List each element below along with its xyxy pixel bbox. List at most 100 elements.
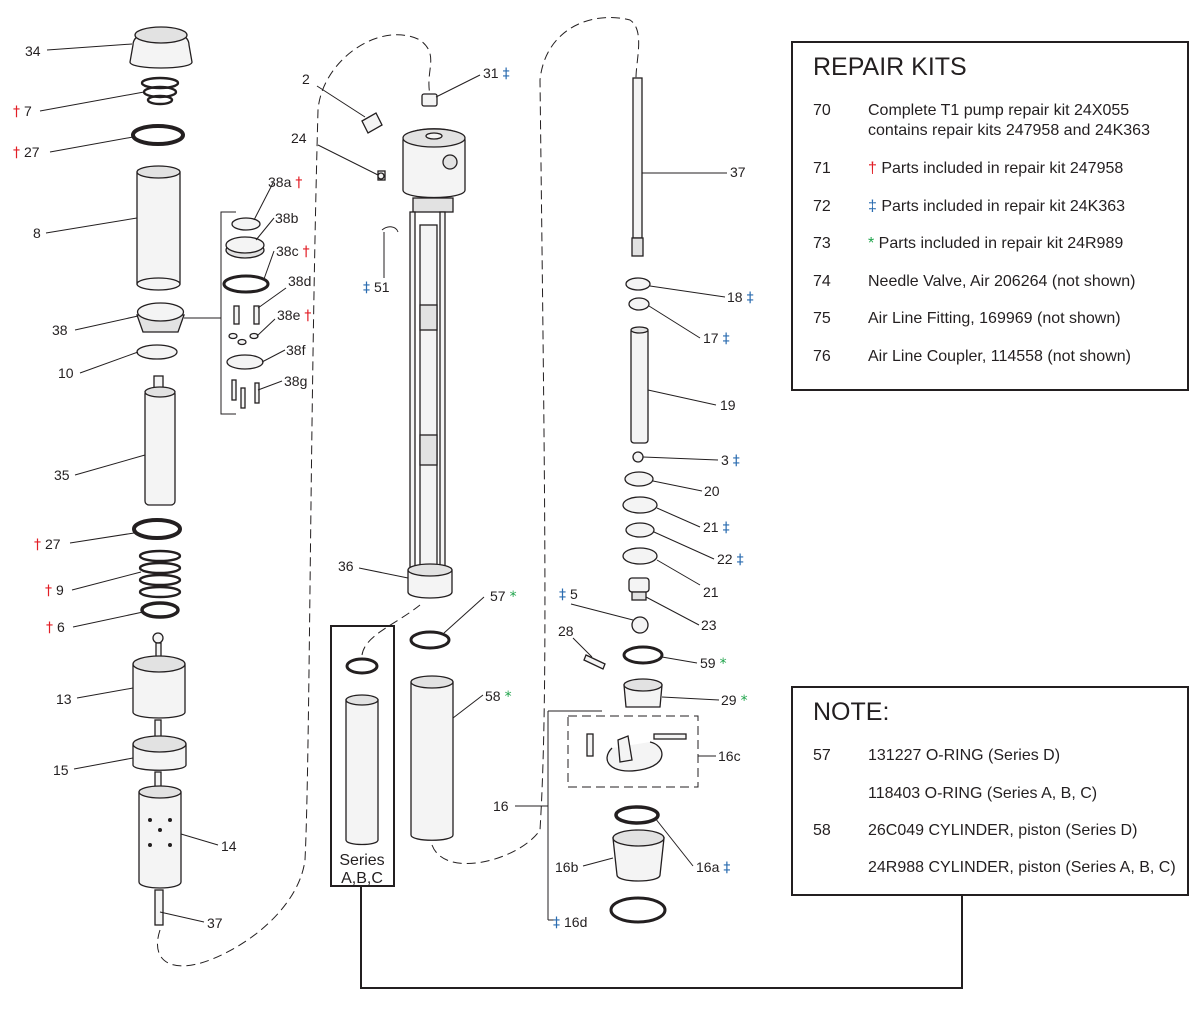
repair-kit-description: Air Line Fitting, 169969 (not shown)	[868, 310, 1121, 327]
part-14-sleeve	[138, 771, 182, 889]
callout-16b: 16b	[555, 859, 579, 875]
note-description: 26C049 CYLINDER, piston (Series D)	[868, 822, 1138, 839]
part-20-seal	[624, 471, 654, 487]
part-27-oring-top	[131, 124, 185, 146]
repair-kits-panel: REPAIR KITS 70 Complete T1 pump repair ki…	[791, 41, 1189, 391]
repair-kits-title: REPAIR KITS	[813, 53, 967, 81]
part-51-wire	[381, 226, 399, 233]
part-18-seal	[625, 277, 651, 291]
callout-16: 16	[493, 798, 509, 814]
part-38a	[231, 217, 261, 231]
callout-36: 36	[338, 558, 354, 574]
repair-kit-description: * Parts included in repair kit 24R989	[868, 235, 1124, 252]
subassembly-16c-frame	[567, 715, 699, 788]
callout-labels: 34 †7 †27 8 38 10 35 †27 †9 †6 13 15 14 …	[13, 43, 754, 931]
series-cylinder	[345, 694, 379, 846]
repair-kit-number: 74	[813, 273, 831, 290]
note-number: 58	[813, 822, 831, 839]
repair-kit-description: Needle Valve, Air 206264 (not shown)	[868, 273, 1136, 290]
part-59-oring	[622, 645, 664, 665]
callout-38a: 38a†	[268, 174, 302, 191]
callout-17: 17‡	[703, 330, 730, 347]
callout-37a: 37	[207, 915, 223, 931]
callout-13: 13	[56, 691, 72, 707]
callout-51: ‡51	[363, 279, 390, 296]
assembly-guide-right	[431, 17, 640, 865]
subassembly-bracket-38	[184, 211, 236, 415]
part-2-plug	[361, 112, 383, 134]
repair-kit-description: Air Line Coupler, 114558 (not shown)	[868, 348, 1131, 365]
callout-28: 28	[558, 623, 574, 639]
part-10-washer	[136, 344, 178, 360]
leader-lines	[39, 43, 727, 923]
repair-kit-number: 73	[813, 235, 831, 252]
series-label-line2: A,B,C	[341, 870, 383, 887]
part-38d-pins	[233, 305, 260, 325]
kit-symbol: †	[868, 160, 882, 177]
part-27-oring-lower	[132, 518, 182, 540]
part-35-shaft	[144, 375, 176, 506]
part-5-ball	[631, 616, 649, 634]
callout-20: 20	[704, 483, 720, 499]
repair-kit-description: ‡ Parts included in repair kit 24K363	[868, 198, 1126, 215]
part-16c-clip	[586, 733, 687, 772]
callout-24: 24	[291, 130, 307, 146]
repair-kit-number: 76	[813, 348, 831, 365]
callout-57: 57*	[490, 588, 517, 605]
part-displacement-tube	[419, 224, 438, 566]
callout-15: 15	[53, 762, 69, 778]
series-label-line1: Series	[339, 852, 384, 869]
part-24-fitting	[377, 170, 386, 181]
part-8-cylinder	[136, 165, 181, 291]
part-38f-plate	[226, 354, 264, 370]
assembly-guide-left	[157, 34, 432, 967]
part-38c-oring	[222, 274, 270, 294]
note-description: 24R988 CYLINDER, piston (Series A, B, C)	[868, 859, 1176, 876]
callout-5: ‡5	[559, 586, 578, 603]
repair-kit-number: 71	[813, 160, 831, 177]
note-description: 131227 O-RING (Series D)	[868, 747, 1061, 764]
callout-8: 8	[33, 225, 41, 241]
callout-38g: 38g	[284, 373, 307, 389]
callout-10: 10	[58, 365, 74, 381]
repair-kit-number: 70	[813, 102, 831, 119]
part-23-valve	[628, 577, 650, 601]
note-description: 118403 O-RING (Series A, B, C)	[868, 785, 1098, 802]
part-22-seal	[625, 522, 655, 538]
part-37-rod-right	[631, 77, 644, 257]
part-16b-intake	[612, 829, 665, 882]
note-title: NOTE:	[813, 698, 890, 726]
callout-37b: 37	[730, 164, 746, 180]
callout-3: 3‡	[721, 452, 740, 469]
part-7-spring-small	[140, 76, 180, 106]
part-38-valve-housing	[136, 302, 185, 333]
callout-29: 29*	[721, 692, 748, 709]
part-38e-seals	[228, 332, 259, 346]
callout-58: 58*	[485, 688, 512, 705]
repair-kit-number: 72	[813, 198, 831, 215]
callout-16d: ‡16d	[553, 914, 587, 931]
callout-23: 23	[701, 617, 717, 633]
callout-35: 35	[54, 467, 70, 483]
part-13-piston-body	[132, 632, 186, 719]
part-15-collar	[132, 719, 187, 771]
kit-symbol: ‡	[868, 198, 882, 215]
callout-6: †6	[46, 619, 65, 636]
callout-7: †7	[13, 103, 32, 120]
callout-21b: 21	[703, 584, 719, 600]
part-34-cap	[129, 26, 193, 69]
callout-22: 22‡	[717, 551, 744, 568]
part-21-seal-upper	[622, 496, 658, 514]
callout-38e: 38e†	[277, 307, 311, 324]
part-3-ball	[632, 451, 644, 463]
part-16d-oring	[609, 896, 667, 924]
part-19-piston-rod	[630, 326, 649, 444]
part-16a-seal	[614, 805, 660, 825]
repair-kit-number: 75	[813, 310, 831, 327]
series-box-frame	[330, 625, 395, 887]
callout-9: †9	[45, 582, 64, 599]
part-36-base	[407, 563, 453, 599]
callout-34: 34	[25, 43, 41, 59]
